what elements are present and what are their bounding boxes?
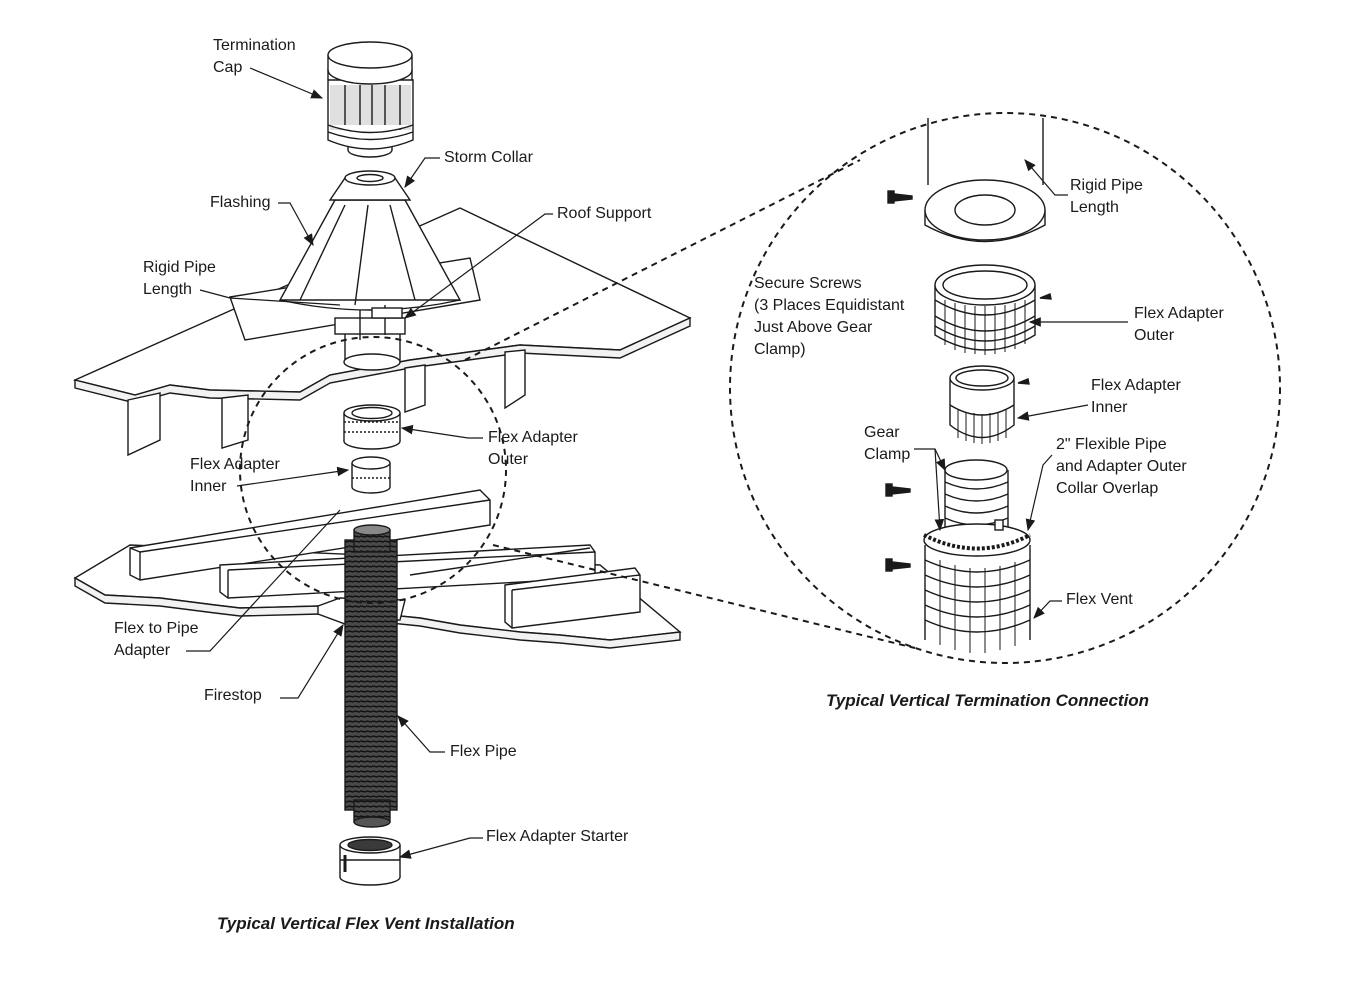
label-line: Inner (1091, 399, 1128, 416)
label-gear-clamp: Gear Clamp (864, 422, 910, 466)
label-flex-adapter-outer-detail: Flex Adapter Outer (1134, 303, 1224, 347)
label-line: Clamp (864, 446, 911, 463)
rigid-pipe-detail (924, 118, 1046, 243)
flex-adapter-outer-left (343, 404, 401, 450)
termination-cap (327, 41, 414, 158)
caption-left: Typical Vertical Flex Vent Installation (217, 914, 515, 933)
label-roof-support: Roof Support (557, 205, 652, 222)
label-line: Outer (1134, 327, 1175, 344)
flex-adapter-inner-detail (949, 365, 1015, 444)
label-storm-collar: Storm Collar (444, 149, 533, 166)
label-flex-adapter-outer: Flex Adapter Outer (488, 427, 578, 471)
label-line: Flex to Pipe (114, 620, 199, 637)
label-line: Adapter (114, 642, 171, 659)
label-line: Flex Adapter (1134, 305, 1224, 322)
label-line: Secure Screws (754, 275, 862, 292)
label-line: Length (143, 281, 192, 298)
label-rigid-pipe-length: Rigid Pipe Length (143, 257, 216, 301)
label-flex-adapter-inner-detail: Flex Adapter Inner (1091, 375, 1181, 419)
label-flex-to-pipe-adapter: Flex to Pipe Adapter (114, 618, 198, 662)
screw-icon (885, 190, 1052, 572)
floor-deck (73, 489, 682, 649)
label-line: Flex Adapter (1091, 377, 1181, 394)
label-flex-pipe: Flex Pipe (450, 743, 517, 760)
roof-support (334, 305, 406, 371)
label-line: Gear (864, 424, 900, 441)
label-flex-adapter-inner: Flex Adapter Inner (190, 454, 280, 498)
label-line: (3 Places Equidistant (754, 297, 905, 314)
label-line: Inner (190, 478, 227, 495)
storm-collar (328, 170, 412, 201)
label-line: Just Above Gear (754, 319, 873, 336)
label-line: Cap (213, 59, 243, 76)
label-flashing: Flashing (210, 194, 271, 211)
label-line: Collar Overlap (1056, 480, 1159, 497)
label-overlap: 2" Flexible Pipe and Adapter Outer Colla… (1056, 434, 1187, 500)
label-line: Clamp) (754, 341, 806, 358)
label-flex-vent: Flex Vent (1066, 591, 1133, 608)
label-line: 2" Flexible Pipe (1056, 436, 1167, 453)
flex-adapter-outer-detail (934, 264, 1036, 355)
flex-pipe (344, 524, 398, 828)
label-line: Outer (488, 451, 529, 468)
flex-adapter-starter (339, 836, 401, 886)
label-line: Termination (213, 37, 296, 54)
label-secure-screws: Secure Screws (3 Places Equidistant Just… (754, 273, 904, 361)
detail-callout-large (464, 112, 1281, 664)
label-line: Flex Adapter (190, 456, 280, 473)
leader-lines (186, 67, 1128, 859)
flex-adapter-inner-left (351, 456, 391, 494)
label-rigid-pipe-length-detail: Rigid Pipe Length (1070, 175, 1143, 219)
detail-callout-small (239, 336, 507, 604)
label-line: Length (1070, 199, 1119, 216)
label-termination-cap: Termination Cap (213, 35, 296, 79)
label-line: Rigid Pipe (1070, 177, 1143, 194)
flex-vent-detail (923, 459, 1031, 653)
label-flex-adapter-starter: Flex Adapter Starter (486, 828, 629, 845)
caption-right: Typical Vertical Termination Connection (826, 691, 1150, 710)
label-line: Rigid Pipe (143, 259, 216, 276)
label-line: Flex Adapter (488, 429, 578, 446)
label-line: and Adapter Outer (1056, 458, 1187, 475)
label-firestop: Firestop (204, 687, 262, 704)
